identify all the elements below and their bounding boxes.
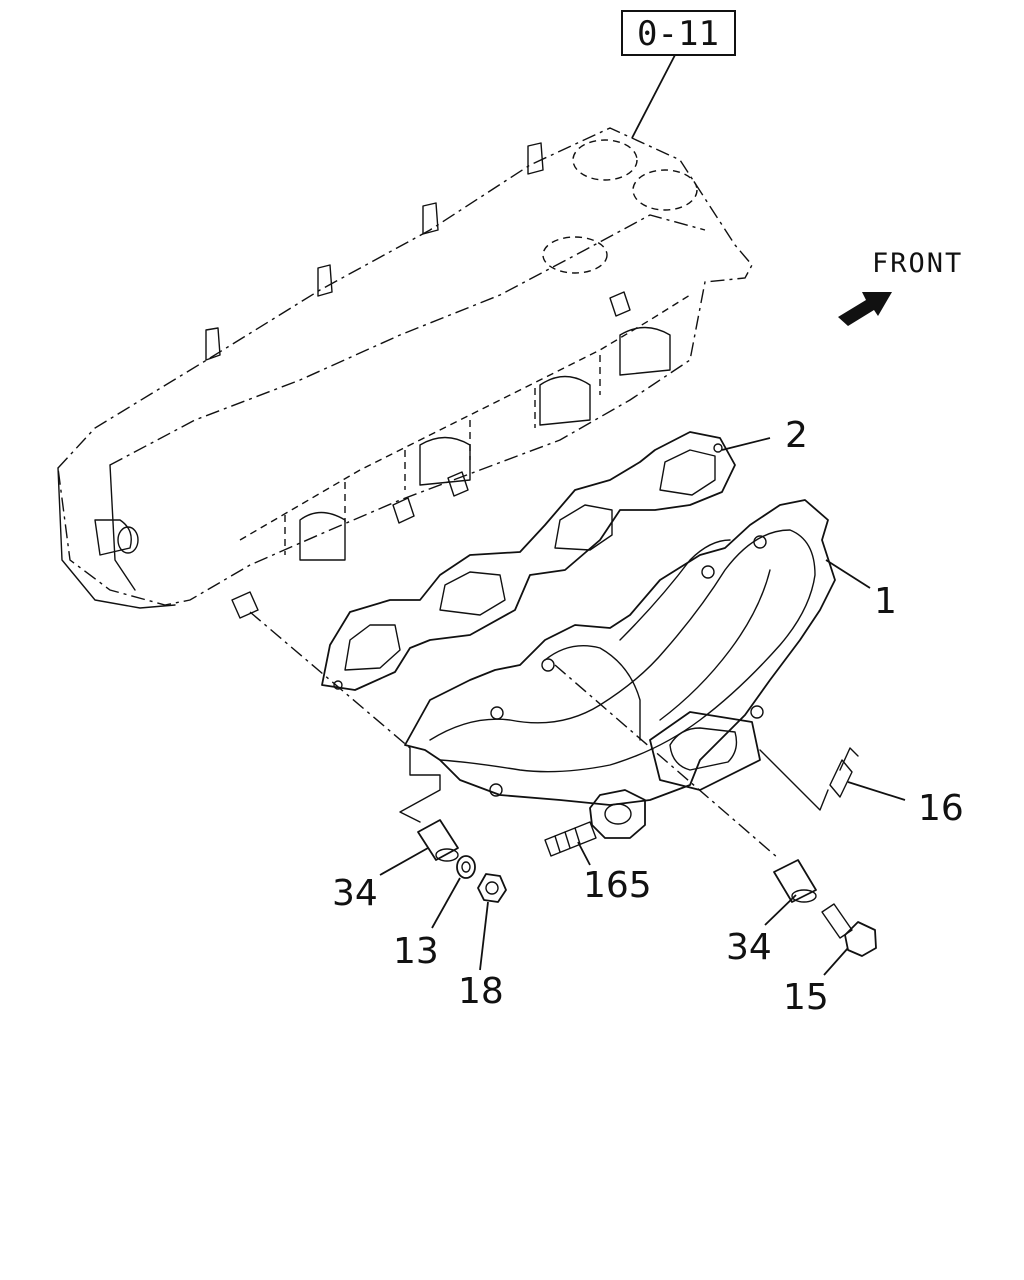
callout-13[interactable]: 13 xyxy=(393,931,439,972)
callout-18[interactable]: 18 xyxy=(458,971,504,1012)
exhaust-manifold[interactable] xyxy=(404,499,836,839)
nut-18[interactable] xyxy=(477,873,507,903)
stud-165[interactable] xyxy=(544,821,597,857)
front-label: FRONT xyxy=(872,248,963,279)
leader-lines xyxy=(379,437,906,976)
callout-34-right[interactable]: 34 xyxy=(726,927,772,968)
callout-16[interactable]: 16 xyxy=(918,788,964,829)
callout-1[interactable]: 1 xyxy=(874,581,897,622)
washer-13[interactable] xyxy=(456,855,476,879)
bolt-15[interactable] xyxy=(821,903,877,957)
assembly-line-left-lower xyxy=(399,747,441,823)
head-stud-4 xyxy=(609,291,631,317)
stud-16[interactable] xyxy=(829,747,859,798)
exhaust-manifold-gasket[interactable] xyxy=(321,431,736,691)
reference-leader xyxy=(631,54,676,139)
front-arrow-icon xyxy=(838,292,892,326)
sleeve-34-left[interactable] xyxy=(417,819,459,862)
callout-2[interactable]: 2 xyxy=(785,415,808,456)
cylinder-head xyxy=(57,127,753,619)
assembly-line-right xyxy=(759,749,829,811)
reference-box[interactable]: 0-11 xyxy=(621,10,736,56)
callout-34-left[interactable]: 34 xyxy=(332,873,378,914)
reference-box-label: 0-11 xyxy=(637,14,719,54)
sleeve-34-right[interactable] xyxy=(773,859,817,903)
assembly-line-left xyxy=(249,611,411,749)
callout-165[interactable]: 165 xyxy=(583,865,652,906)
assembly-line-center xyxy=(554,664,779,859)
head-stud-1 xyxy=(231,591,259,619)
callout-15[interactable]: 15 xyxy=(783,977,829,1018)
head-stud-3 xyxy=(447,471,469,497)
head-stud-2 xyxy=(392,497,415,524)
